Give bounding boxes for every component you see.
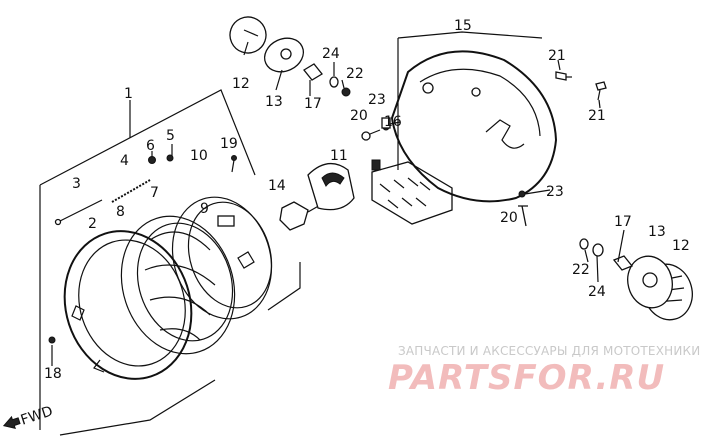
washer-24-top — [341, 87, 351, 97]
mount-rubber-13-top — [264, 37, 304, 73]
bulb-holder — [307, 163, 355, 211]
bolt-20-a — [361, 129, 381, 141]
callout-20-right: 20 — [500, 210, 518, 226]
callout-3: 3 — [72, 176, 81, 192]
callout-7: 7 — [150, 185, 159, 201]
callout-9: 9 — [200, 201, 209, 217]
callout-19: 19 — [220, 136, 238, 152]
bolt-21-b — [595, 81, 607, 101]
callout-23-top: 23 — [368, 92, 386, 108]
leader-lines — [51, 41, 625, 366]
callout-1: 1 — [124, 86, 133, 102]
collar-16 — [381, 117, 391, 129]
fwd-arrow: FWD — [2, 403, 55, 430]
fwd-label: FWD — [19, 403, 55, 428]
washer-22-right — [579, 238, 589, 250]
callout-6: 6 — [146, 138, 155, 154]
watermark-logo: PARTSFOR.RU — [388, 358, 666, 398]
bolt-21-a — [555, 71, 572, 81]
callout-10: 10 — [190, 148, 208, 164]
callout-15: 15 — [454, 18, 472, 34]
callout-4: 4 — [120, 153, 129, 169]
callout-24-right: 24 — [588, 284, 606, 300]
callout-18: 18 — [44, 366, 62, 382]
callout-23-right: 23 — [546, 184, 564, 200]
callout-21-top: 21 — [548, 48, 566, 64]
mounting-ring — [171, 196, 273, 320]
headlight-lens — [120, 215, 236, 355]
adjusting-spring — [111, 179, 151, 203]
washer-23-b — [518, 190, 526, 198]
washer-24-right — [592, 243, 604, 257]
callout-24-top: 24 — [322, 46, 340, 62]
wire-connector — [371, 159, 453, 225]
screw-18 — [48, 336, 56, 344]
callout-17-right: 17 — [614, 214, 632, 230]
callout-5: 5 — [166, 128, 175, 144]
callout-22-top: 22 — [346, 66, 364, 82]
headlight-rim — [63, 230, 193, 380]
mount-collar-17-top — [303, 63, 323, 81]
callout-13-right: 13 — [648, 224, 666, 240]
mount-collar-17-right — [612, 255, 634, 271]
callout-11: 11 — [330, 148, 348, 164]
bolt-20-b — [518, 205, 528, 227]
washer-22-top — [329, 76, 339, 88]
screw-19 — [231, 155, 237, 173]
adjusting-screw — [54, 199, 103, 226]
bulb-socket — [279, 201, 323, 231]
callout-13-top: 13 — [265, 94, 283, 110]
mount-rubber-13-right — [627, 255, 673, 309]
callout-22-right: 22 — [572, 262, 590, 278]
nut-6 — [148, 156, 156, 164]
callout-8: 8 — [116, 204, 125, 220]
callout-17-top: 17 — [304, 96, 322, 112]
mount-cover-12-top — [229, 16, 267, 54]
callout-21-right: 21 — [588, 108, 606, 124]
callout-12-top: 12 — [232, 76, 250, 92]
callout-12-right: 12 — [672, 238, 690, 254]
screw-5 — [166, 154, 174, 162]
callout-20-top: 20 — [350, 108, 368, 124]
callout-14: 14 — [268, 178, 286, 194]
headlight-case — [390, 31, 558, 203]
callout-2: 2 — [88, 216, 97, 232]
assembly-bracket-outline — [39, 89, 301, 436]
callout-16: 16 — [384, 114, 402, 130]
watermark-subtitle: ЗАПЧАСТИ И АКСЕССУАРЫ ДЛЯ МОТОТЕХНИКИ — [398, 344, 701, 358]
callout-labels: 1 2 3 4 5 6 7 8 9 10 11 12 12 13 13 14 1… — [44, 18, 690, 382]
